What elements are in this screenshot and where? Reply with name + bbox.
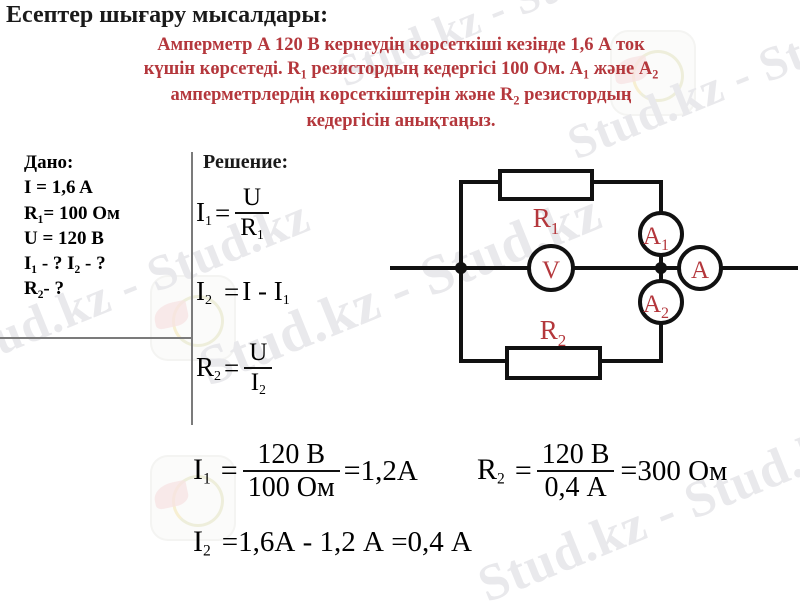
given-item: I₁ - ? I₂ - ? — [24, 253, 106, 275]
formula-i1-numerator: U — [242, 184, 261, 211]
formula-i1-lhs: I1 — [196, 196, 213, 230]
result-i1-denominator: 100 Ом — [247, 472, 335, 504]
result-i1-fraction: 120 В 100 Ом — [242, 439, 340, 504]
label-ammeter-a1: A1 — [643, 223, 669, 254]
circuit-diagram: R1 R2 V A1 A2 A — [388, 150, 800, 395]
result-r2-denominator: 0,4 А — [544, 472, 607, 504]
ammeter-a2-symbol — [638, 279, 684, 325]
solution-heading: Решение: — [203, 151, 289, 173]
formula-r2-denominator: I2 — [250, 369, 266, 398]
circuit-wires — [390, 180, 798, 363]
result-i1-equals: = — [220, 454, 238, 488]
label-ammeter-a2: A2 — [643, 291, 669, 322]
result-i1-lhs: I1 — [193, 453, 211, 488]
given-block: Дано: I = 1,6 A R₁= 100 Ом U = 120 В I₁ … — [24, 150, 120, 302]
result-r2: R2 = 120 В 0,4 А = 300 Ом — [477, 440, 727, 502]
fraction-bar — [235, 212, 269, 214]
given-item: R₂- ? — [24, 278, 64, 300]
formula-i1: I1 = U R1 — [196, 185, 271, 242]
junction-dot-left — [455, 262, 467, 274]
result-i2-expression: =1,6А - 1,2 А =0,4 А — [221, 526, 472, 559]
horizontal-divider — [0, 337, 191, 339]
result-i1: I1 = 120 В 100 Ом = 1,2А — [193, 440, 418, 502]
result-r2-eq2: = — [620, 454, 638, 488]
formula-i1-equals: = — [215, 198, 231, 229]
formula-i1-fraction: U R1 — [235, 184, 269, 243]
fraction-bar — [244, 367, 273, 369]
formula-r2: R2 = U I2 — [196, 340, 274, 397]
label-voltmeter: V — [542, 257, 560, 284]
resistor-r1-body — [498, 169, 594, 201]
page-title: Есептер шығару мысалдары: — [6, 2, 329, 28]
result-r2-fraction: 120 В 0,4 А — [536, 439, 615, 504]
formula-r2-numerator: U — [249, 339, 268, 366]
junction-dot-right — [655, 262, 667, 274]
result-i1-eq2: = — [343, 454, 361, 488]
problem-line-1: Амперметр А 120 В кернеудің көрсеткіші к… — [157, 35, 645, 55]
formula-i2: I2 = I - I1 — [196, 276, 290, 309]
ammeter-main-symbol — [677, 245, 723, 291]
label-r2: R2 — [540, 315, 567, 350]
result-r2-lhs: R2 — [477, 453, 505, 488]
given-heading: Дано: — [24, 152, 74, 173]
label-ammeter-main: A — [691, 257, 709, 284]
result-i1-numerator: 120 В — [257, 439, 326, 470]
result-i1-value: 1,2А — [360, 454, 418, 487]
result-i2-lhs: I2 — [193, 525, 211, 560]
voltmeter-symbol — [527, 244, 575, 292]
problem-line-2: күшін көрсетеді. R1 резистордың кедергіс… — [143, 59, 659, 83]
formula-i2-equals: = — [224, 277, 240, 308]
label-r1: R1 — [533, 203, 560, 238]
result-r2-numerator: 120 В — [541, 439, 610, 470]
circuit-svg: R1 R2 V A1 A2 A — [390, 169, 798, 380]
resistor-r2-body — [505, 346, 602, 380]
fraction-bar — [536, 470, 615, 473]
given-item: U = 120 В — [24, 227, 104, 249]
formula-r2-fraction: U I2 — [244, 339, 273, 398]
formula-i1-denominator: R1 — [240, 214, 264, 243]
ammeter-a1-symbol — [638, 211, 684, 257]
vertical-divider — [191, 152, 193, 425]
formula-i2-lhs: I2 — [196, 276, 213, 309]
problem-line-3: амперметрлердің көрсеткіштерін және R2 р… — [170, 85, 632, 108]
fraction-bar — [242, 470, 340, 473]
formula-r2-lhs: R2 — [196, 351, 222, 385]
result-r2-equals: = — [514, 454, 532, 488]
formula-r2-equals: = — [224, 353, 240, 384]
result-r2-value: 300 Ом — [637, 454, 728, 487]
wire-top-right — [590, 180, 663, 215]
formula-i2-rhs: I - I1 — [242, 276, 290, 309]
given-item: R₁= 100 Ом — [24, 202, 120, 224]
given-item: I = 1,6 A — [24, 177, 93, 199]
result-i2: I2 =1,6А - 1,2 А =0,4 А — [193, 525, 472, 561]
problem-line-4: кедергісін анықтаңыз. — [306, 110, 496, 131]
problem-statement: Амперметр А 120 В кернеудің көрсеткіші к… — [36, 33, 766, 133]
